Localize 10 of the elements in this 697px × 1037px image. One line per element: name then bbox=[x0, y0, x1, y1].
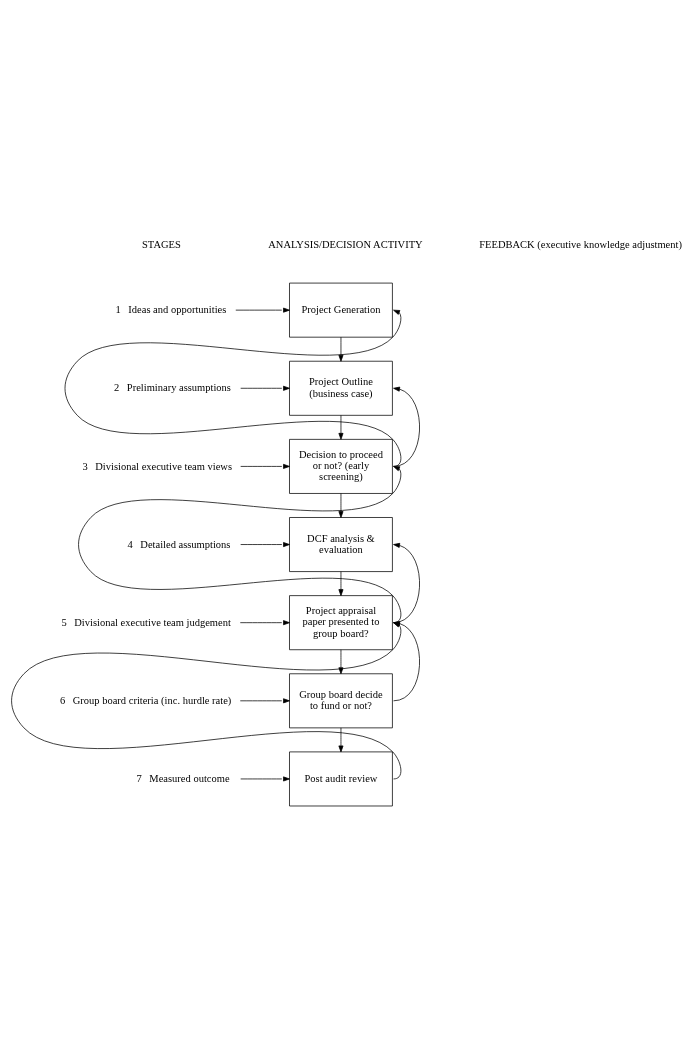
label: STAGES bbox=[141, 238, 181, 250]
node-text: 4 Detailed assumptions bbox=[127, 538, 231, 550]
label: FEEDBACK (executive knowledge adjustment) bbox=[479, 238, 682, 250]
node-text: 3 Divisional executive team views bbox=[82, 460, 233, 472]
node-text: 1 Ideas and opportunities bbox=[115, 303, 227, 315]
node-text: 7 Measured outcome bbox=[136, 772, 230, 784]
node-text: 2 Preliminary assumptions bbox=[114, 381, 231, 393]
node-text: 6 Group board criteria (inc. hurdle rate) bbox=[59, 694, 232, 706]
node-text: 5 Divisional executive team judgement bbox=[61, 616, 231, 628]
label: ANALYSIS/DECISION ACTIVITY bbox=[268, 238, 423, 250]
